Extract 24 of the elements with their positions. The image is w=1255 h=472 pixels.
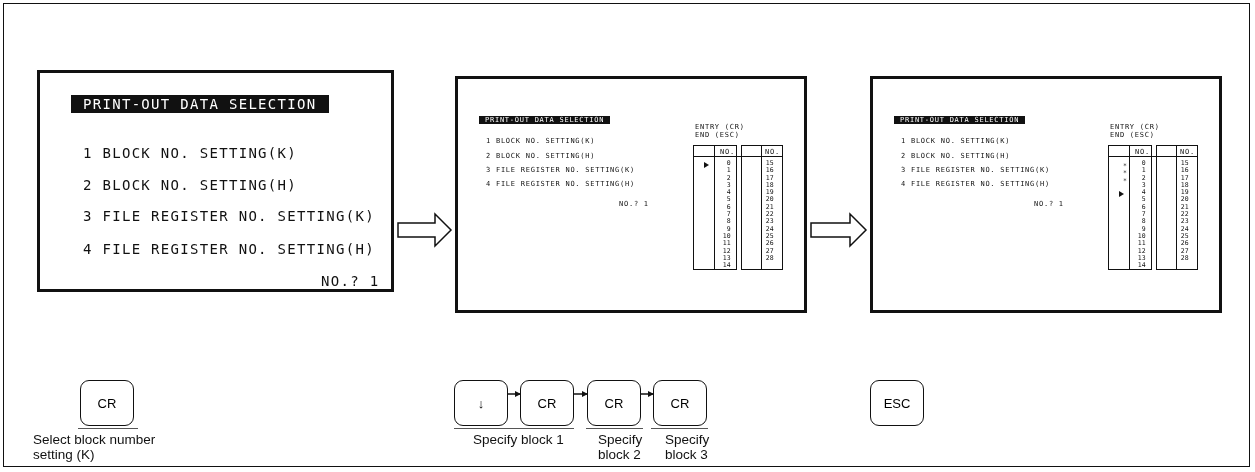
key-button: ↓ <box>454 380 508 426</box>
key-caption: Specify block 2 <box>598 432 644 462</box>
key-button: CR <box>520 380 574 426</box>
display-screen <box>37 70 394 292</box>
key-caption: Select block number setting (K) <box>33 432 157 462</box>
input-prompt: NO.? 1 <box>321 273 380 289</box>
menu-option: 1 BLOCK NO. SETTING(K) <box>83 145 298 161</box>
screen-title: PRINT-OUT DATA SELECTION <box>71 95 329 113</box>
key-button: ESC <box>870 380 924 426</box>
arrow <box>573 391 588 397</box>
key-caption: Specify block 1 <box>473 432 564 447</box>
menu-option: 4 FILE REGISTER NO. SETTING(H) <box>83 241 375 257</box>
display-screen <box>455 76 807 313</box>
arrow <box>507 391 521 397</box>
menu-option: 2 BLOCK NO. SETTING(H) <box>83 177 298 193</box>
flow-arrow <box>397 212 453 248</box>
key-button: CR <box>653 380 707 426</box>
menu-option: 3 FILE REGISTER NO. SETTING(K) <box>83 208 375 224</box>
flow-arrow <box>810 212 868 248</box>
arrow <box>640 391 654 397</box>
key-caption: Specify block 3 <box>665 432 711 462</box>
key-button: CR <box>587 380 641 426</box>
key-button: CR <box>80 380 134 426</box>
display-screen <box>870 76 1222 313</box>
